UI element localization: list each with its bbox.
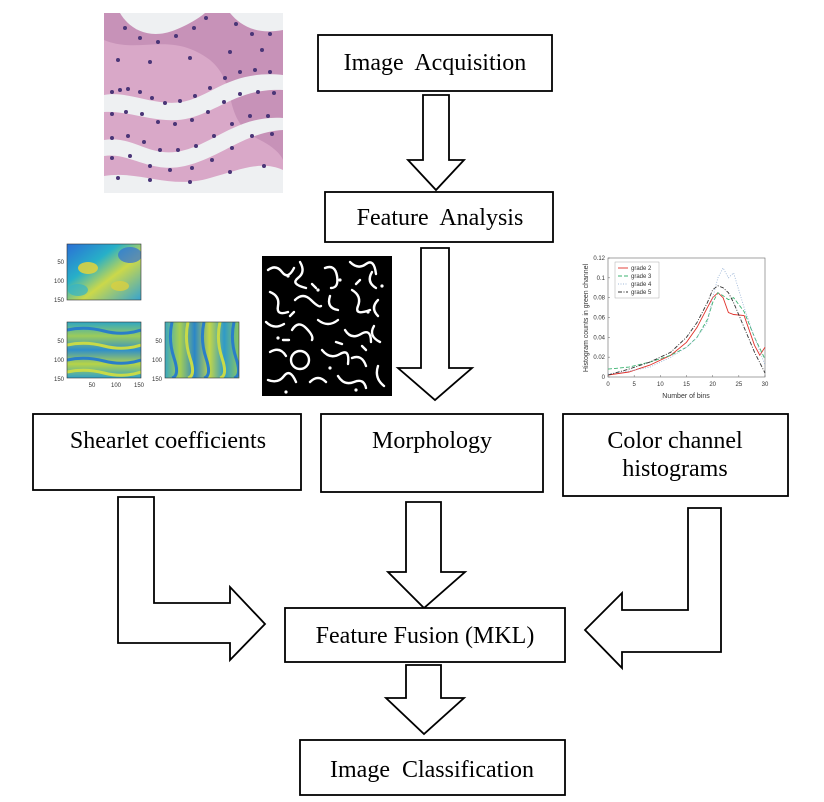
shearlet-map-1: 50 100 150	[54, 243, 142, 304]
chart-ytick-label: 0.08	[593, 296, 605, 302]
chart-xtick-label: 20	[709, 382, 716, 388]
chart-ytick-label: 0	[602, 375, 606, 381]
chart-legend-label: grade 5	[631, 290, 652, 296]
chart-legend-box	[614, 261, 660, 299]
shearlet-map-2: 50 100 150 50 100 150	[54, 321, 145, 389]
label-image-acquisition: Image Acquisition	[344, 50, 527, 76]
arrow-morphology-to-fusion	[385, 501, 468, 610]
label-image-classification: Image Classification	[330, 757, 534, 783]
chart-ytick-label: 0.06	[593, 316, 605, 322]
map1-ytick-2: 100	[54, 279, 65, 285]
chart-series-grade-4	[607, 266, 766, 375]
chart-ytick-label: 0.1	[597, 276, 606, 282]
chart-xtick-label: 10	[657, 382, 664, 388]
box-feature-analysis: Feature Analysis	[324, 191, 554, 243]
map2-xtick-3: 150	[134, 383, 145, 389]
chart-xtick-label: 15	[683, 382, 690, 388]
map2-xtick-1: 50	[89, 383, 96, 389]
histogram-chart: 0 0.02 0.04 0.06 0.08 0.1 0.12 0 5 10 15 20 25 30 gr…	[583, 256, 769, 400]
chart-ytick-label: 0.04	[593, 335, 605, 341]
chart-ytick-label: 0.02	[593, 355, 605, 361]
box-color-channel-histograms: Color channel histograms	[562, 413, 789, 497]
chart-xtick-label: 25	[735, 382, 742, 388]
label-color-channel-line1: Color channel	[607, 428, 743, 454]
box-morphology: Morphology	[320, 413, 544, 493]
box-feature-fusion: Feature Fusion (MKL)	[284, 607, 566, 663]
arrow-analysis-to-morphology	[395, 247, 475, 402]
chart-ytick-label: 0.12	[593, 256, 605, 262]
map2-ytick-3: 150	[54, 377, 65, 383]
chart-xtick-label: 30	[762, 382, 769, 388]
chart-xtick-label: 5	[632, 382, 636, 388]
map3-ytick-2: 100	[152, 358, 163, 364]
arrow-fusion-to-classification	[383, 664, 467, 736]
label-feature-analysis: Feature Analysis	[357, 205, 524, 231]
binary-mask	[262, 256, 392, 396]
arrows	[117, 94, 722, 736]
box-image-classification: Image Classification	[299, 739, 566, 796]
chart-y-axis-label: Histogram counts in green channel	[583, 263, 590, 372]
shearlet-heatmaps: 50 100 150 50 100 150 50 100 150	[54, 243, 240, 389]
chart-x-axis-label: Number of bins	[662, 393, 710, 400]
map2-ytick-1: 50	[57, 339, 64, 345]
box-shearlet-coefficients: Shearlet coefficients	[32, 413, 302, 491]
label-shearlet-coefficients: Shearlet coefficients	[70, 428, 266, 454]
chart-legend-label: grade 3	[631, 274, 652, 280]
chart-xtick-label: 0	[606, 382, 610, 388]
map3-ytick-1: 50	[155, 339, 162, 345]
arrow-shearlet-to-fusion	[117, 496, 267, 663]
map3-ytick-3: 150	[152, 377, 163, 383]
chart-series-grade-2	[607, 292, 766, 376]
label-color-channel-line2: histograms	[622, 456, 727, 482]
histology-image	[104, 13, 283, 193]
shearlet-map-3: 50 100 150	[152, 321, 240, 383]
label-feature-fusion: Feature Fusion (MKL)	[316, 623, 535, 649]
map1-ytick-1: 50	[57, 260, 64, 266]
map2-ytick-2: 100	[54, 358, 65, 364]
box-image-acquisition: Image Acquisition	[317, 34, 553, 92]
label-morphology: Morphology	[372, 428, 492, 454]
map2-xtick-2: 100	[111, 383, 122, 389]
arrow-acquisition-to-analysis	[405, 94, 467, 192]
map1-ytick-3: 150	[54, 298, 65, 304]
chart-series-grade-5	[607, 285, 766, 376]
chart-series-grade-3	[607, 292, 766, 370]
chart-legend-label: grade 4	[631, 282, 652, 288]
arrow-color-to-fusion	[583, 507, 722, 671]
chart-legend-label: grade 2	[631, 266, 652, 272]
